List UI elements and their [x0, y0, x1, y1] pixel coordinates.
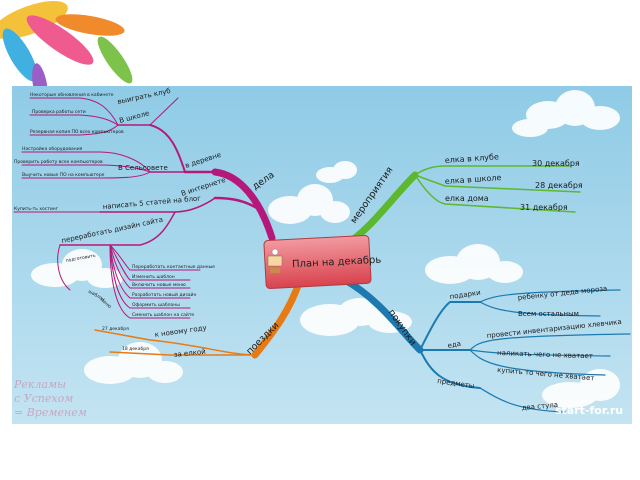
node-eda: еда	[447, 340, 462, 350]
node-vsem: Всем остальным	[518, 310, 579, 318]
clouds	[31, 90, 620, 408]
node-elka-klub: елка в клубе	[445, 152, 500, 165]
node-nastroyka: Настройка оборудования	[22, 145, 83, 152]
node-nalikat: наликать чего не хватает	[497, 349, 593, 360]
site-logo: start-for.ru	[555, 404, 623, 417]
node-v-selsovete: В Сельсовете	[118, 164, 168, 172]
node-rezerv: Резервная копия ПО всех компьютеров	[30, 129, 124, 135]
node-za-elkoy: за елкой	[173, 348, 206, 359]
watermark-line3: = Временем	[14, 406, 87, 419]
node-date-18: 18 декабря	[122, 346, 149, 352]
cloud	[542, 369, 620, 408]
cloud	[84, 342, 183, 384]
watermark-line2: с Успехом	[14, 392, 73, 405]
watermark-line1: Рекламы	[13, 378, 66, 391]
node-sub5: Оформить шаблоны	[132, 302, 180, 308]
node-sub2: Изменить шаблон	[132, 274, 175, 280]
cloud	[31, 249, 123, 288]
node-elka-shkole: елка в школе	[445, 173, 502, 186]
node-elka-klub-date: 30 декабря	[532, 159, 580, 168]
node-date-27: 27 декабря	[102, 326, 129, 332]
node-elka-doma-date: 31 декабря	[520, 203, 568, 212]
node-elka-doma: елка дома	[445, 194, 489, 203]
node-sub4: Разработать новый дизайн	[132, 291, 196, 298]
cloud	[425, 244, 523, 284]
node-proverka-rab: Проверить работу всех компьютеров	[14, 159, 103, 165]
branch-dela-lines	[13, 97, 276, 319]
node-dva-stula: два стула	[521, 401, 558, 412]
node-podgotovit: подготовить	[65, 254, 96, 264]
node-sub6: Сменить шаблон на сайте	[132, 311, 194, 318]
cloud	[512, 90, 620, 137]
node-elka-shkole-date: 28 декабря	[535, 181, 583, 190]
branch-pokupki-lines	[341, 276, 631, 413]
node-sub1: Переработать контактные данные	[132, 264, 215, 270]
branch-poezdki-lines	[94, 276, 304, 359]
cloud	[268, 184, 350, 224]
cloud	[316, 161, 357, 183]
cloud	[300, 298, 412, 336]
node-sub3: Включить новые меню	[132, 282, 186, 288]
node-proverka: Проверка работы сети	[32, 109, 86, 115]
node-vyuchit: Выучить новые ПО на компьютере	[22, 172, 105, 178]
watermark: Рекламы с Успехом = Временем	[13, 378, 87, 419]
center-node: План на декабрь	[263, 234, 382, 289]
node-nekotorye: Некоторые обновления в кабинете	[30, 92, 114, 98]
decorative-petals	[0, 1, 133, 107]
center-title: План на декабрь	[292, 255, 382, 271]
node-kupit-lyuks: Купить-ть хостинг	[14, 206, 59, 212]
folder-icon	[267, 248, 283, 273]
